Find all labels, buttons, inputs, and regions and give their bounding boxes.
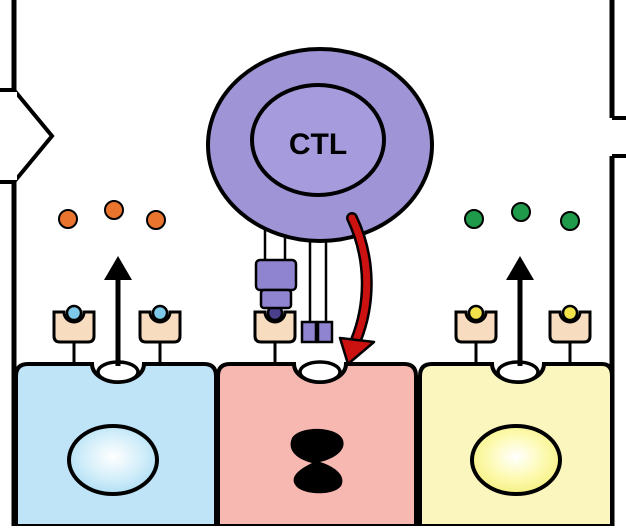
fragmented-nucleus-icon (290, 428, 344, 494)
receptor-icon (253, 304, 297, 365)
secretion-arrow-right (506, 256, 534, 366)
secreted-dots-right (464, 202, 580, 231)
ctl-label: CTL (289, 128, 347, 161)
right-nucleus (470, 424, 562, 496)
cell-row (14, 360, 614, 528)
receptors (52, 304, 592, 365)
secretion-arrow-left (104, 256, 132, 366)
kill-arrow (338, 212, 376, 366)
receptor-icon (52, 304, 96, 365)
secreted-dots-left (58, 200, 166, 230)
receptor-icon (454, 304, 498, 365)
ctl-cell: CTL (206, 47, 434, 243)
left-nucleus (67, 424, 159, 496)
tcr-complex (254, 220, 334, 344)
secretory-pit (298, 360, 342, 384)
receptor-icon (548, 304, 592, 365)
receptor-icon (138, 304, 182, 365)
